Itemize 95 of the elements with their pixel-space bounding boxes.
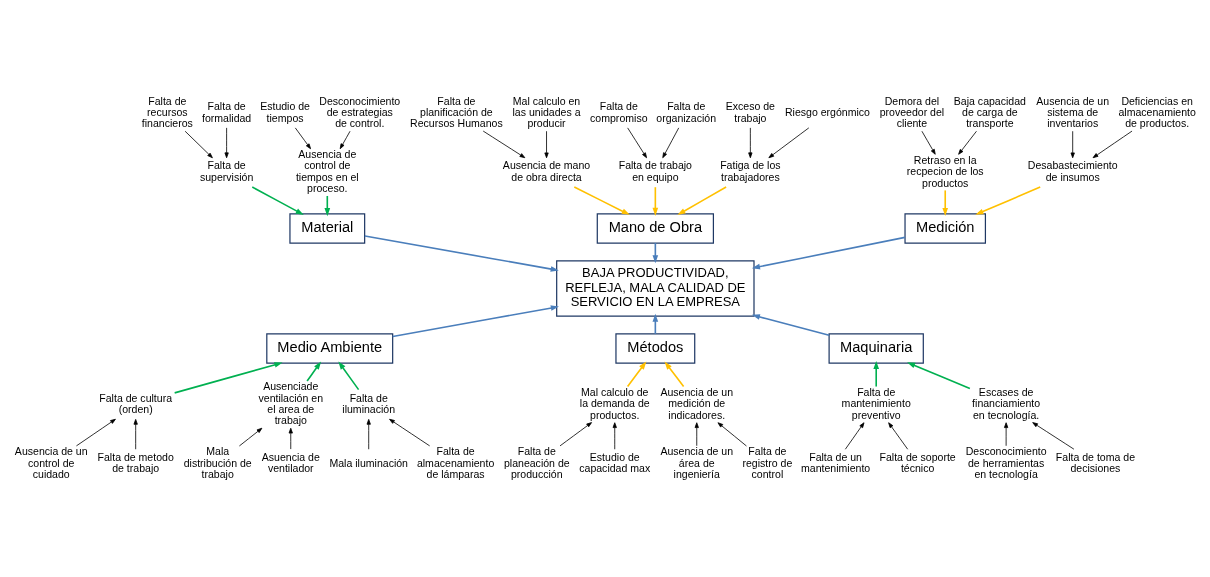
node-text: Falta de iluminación <box>342 391 396 416</box>
node-text: Ausencia de mano de obra directa <box>502 159 591 183</box>
arrow <box>612 422 617 450</box>
node-text: Falta de planificación de Recursos Humanos <box>410 94 503 130</box>
arrow <box>338 361 360 391</box>
arrow <box>751 314 830 337</box>
arrow <box>975 186 1041 215</box>
arrow <box>748 127 753 159</box>
arrow <box>888 422 909 450</box>
arrow <box>958 130 977 155</box>
node-box: Maquinaria <box>828 333 924 364</box>
arrow <box>173 362 283 394</box>
arrow <box>694 422 699 447</box>
arrow <box>389 418 431 447</box>
node-text: Estudio de capacidad max <box>579 450 651 475</box>
node-text: Ausencia de un medición de indicadores. <box>660 386 734 421</box>
arrow <box>366 418 371 450</box>
arrow <box>662 127 680 159</box>
arrow <box>664 361 685 388</box>
node-text: Falta de un mantenimiento <box>801 450 871 475</box>
node-text: Ausencia de un control de cuidado <box>14 445 88 481</box>
node-text: Mala iluminación <box>329 456 408 469</box>
node-text: Baja capacidad de carga de transporte <box>953 94 1026 130</box>
arrow <box>942 189 949 217</box>
node-text: Falta de mantenimiento preventivo <box>841 386 911 421</box>
arrow <box>391 305 559 338</box>
arrow <box>1092 130 1133 159</box>
node-text: Falta de cultura (orden) <box>99 391 173 416</box>
node-text: Falta de organización <box>656 100 717 124</box>
arrow <box>573 186 630 215</box>
arrow <box>1004 422 1009 447</box>
node-text: Falta de compromiso <box>590 100 648 124</box>
arrow <box>306 361 322 382</box>
node-text: Falta de trabajo en equipo <box>618 159 692 183</box>
node-text: Falta de supervisión <box>199 159 254 183</box>
arrow <box>339 130 351 150</box>
node-text: Asuencia de ventilador <box>261 450 320 475</box>
arrow <box>1032 422 1075 450</box>
node-text: Ausencia de un sistema de inventarios <box>1036 94 1110 130</box>
arrow <box>133 418 138 450</box>
node-text: Desabastecimiento de insumos <box>1027 159 1118 183</box>
arrow <box>482 130 526 159</box>
arrow <box>1070 130 1075 159</box>
node-box: Mano de Obra <box>596 213 714 244</box>
node-box: Medición <box>904 213 986 244</box>
node-text: Retraso en la recpecion de los productos <box>906 153 984 189</box>
arrow <box>251 186 304 215</box>
arrow <box>907 362 971 390</box>
arrow <box>652 186 659 216</box>
node-text: Falta de almacenamiento de lámparas <box>416 445 495 481</box>
arrow <box>921 130 936 155</box>
arrow <box>873 360 880 388</box>
node-text: Desconocimiento de estrategias de control. <box>319 94 401 130</box>
node-text: Desconocimiento de herramientas en tecnología <box>965 445 1047 481</box>
node-text: Estudio de tiempos <box>260 100 310 124</box>
node-text: Deficiencias en almacenamiento de productos. <box>1118 94 1196 130</box>
node-text: Ausencia de un área de ingeniería <box>660 445 734 481</box>
node-text: Mala distribución de trabajo <box>183 445 252 481</box>
node-text: Mal calculo en las unidades a producir <box>512 94 581 130</box>
arrow <box>184 130 213 159</box>
node-text: Fatiga de los trabajadores <box>720 159 781 183</box>
node-box: Material <box>289 213 366 244</box>
node-text: Falta de toma de decisiones <box>1055 450 1136 475</box>
node-text: Falta de soporte técnico <box>879 450 956 475</box>
node-text: Falta de registro de control <box>742 445 793 481</box>
node-text: Escases de financiamiento en tecnología. <box>972 386 1041 421</box>
node-text: Exceso de trabajo <box>725 100 775 124</box>
arrow <box>768 127 810 159</box>
arrow <box>224 127 229 159</box>
arrow <box>844 422 865 450</box>
arrow <box>751 236 906 270</box>
node-box: BAJA PRODUCTIVIDAD, REFLEJA, MALA CALIDAD DE SERVICIO EN LA EMPRESA <box>556 260 755 317</box>
node-text: Falta de metodo de trabajo <box>97 450 174 475</box>
node-box: Métodos <box>615 333 696 364</box>
node-text: Falta de formalidad <box>201 100 252 124</box>
node-text: Ausenciade ventilación en el area de trabajo <box>258 380 324 427</box>
arrow <box>294 127 311 150</box>
arrow <box>364 235 559 272</box>
arrow <box>717 422 747 447</box>
arrow <box>238 427 263 447</box>
arrow <box>288 427 293 450</box>
arrow <box>544 130 549 159</box>
arrow <box>559 422 592 447</box>
arrow <box>626 361 647 388</box>
arrow <box>677 186 727 215</box>
node-text: Falta de recursos financieros <box>141 94 193 130</box>
node-box: Medio Ambiente <box>266 333 394 364</box>
node-text: Demora del proveedor del cliente <box>879 94 945 130</box>
node-text: Falta de planeación de producción <box>503 445 570 481</box>
node-text: Mal calculo de la demanda de productos. <box>579 386 650 421</box>
arrow <box>76 418 116 447</box>
arrow <box>324 195 331 217</box>
arrow <box>627 127 647 159</box>
node-text: Riesgo ergónmico <box>784 105 870 118</box>
node-text: Ausencia de control de tiempos en el proceso. <box>295 148 359 195</box>
